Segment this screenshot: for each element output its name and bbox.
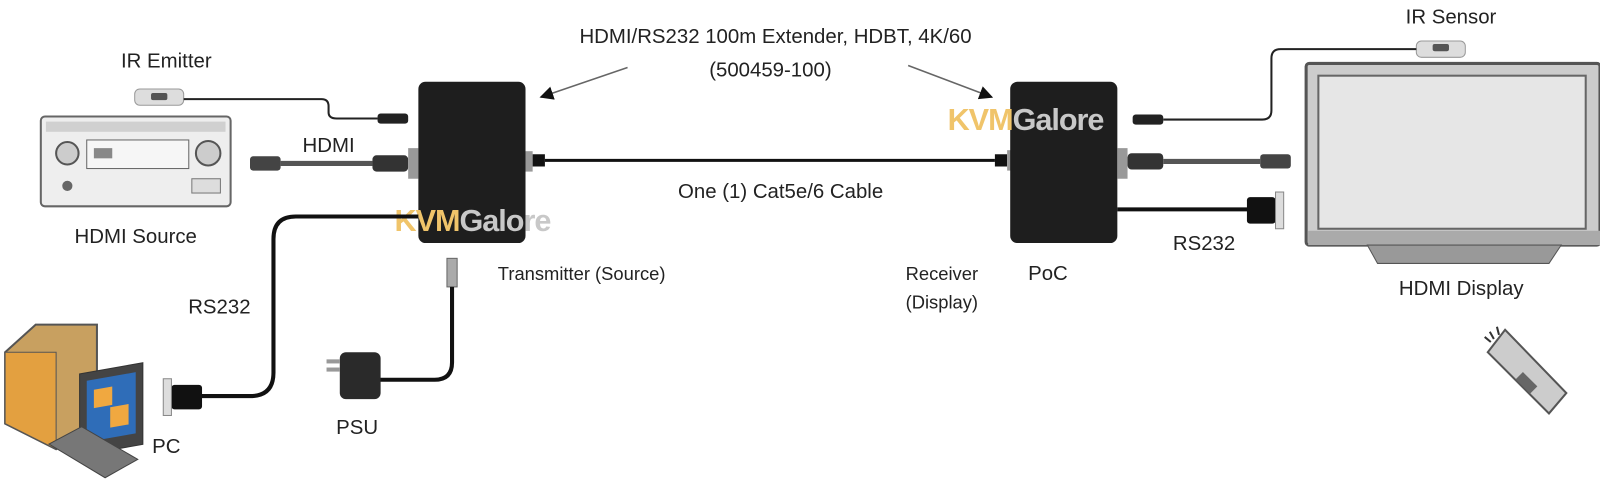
hdmi-source-device-icon: [39, 115, 232, 208]
rj45-port-transmitter: [525, 151, 533, 172]
ir-sensor-jack: [1132, 114, 1164, 125]
pc-label: PC: [152, 436, 180, 458]
transmitter-device: [418, 81, 526, 244]
receiver-label-line1: Receiver: [906, 263, 978, 284]
receiver-device: [1010, 81, 1118, 244]
rs232-display-label: RS232: [1173, 233, 1235, 255]
ir-emitter-cable: [183, 98, 378, 120]
db9-plug-shell: [162, 378, 172, 416]
psu-plug: [446, 257, 458, 288]
psu-cable: [379, 286, 455, 382]
ir-emitter-label: IR Emitter: [121, 51, 212, 73]
rs232-cable-pc: [198, 214, 419, 399]
rj45-port-receiver: [1007, 150, 1013, 171]
rj45-plug-receiver: [994, 154, 1008, 167]
ir-emitter-icon: [134, 88, 185, 106]
arrow-to-transmitter: [539, 66, 628, 100]
psu-prong: [326, 359, 340, 364]
hdmi-port-receiver: [1117, 148, 1128, 179]
rj45-plug-transmitter: [532, 154, 545, 167]
transmitter-label: Transmitter (Source): [498, 263, 666, 284]
hdmi-plug-transmitter: [372, 155, 409, 172]
db9-port-display: [1275, 191, 1285, 230]
hdmi-display-label: HDMI Display: [1399, 278, 1524, 300]
rs232-pc-label: RS232: [188, 296, 250, 318]
db9-plug-display: [1246, 197, 1276, 224]
hdmi-display-icon: [1304, 61, 1600, 264]
hdmi-port-transmitter: [408, 148, 419, 179]
poc-label: PoC: [1028, 263, 1068, 285]
ir-sensor-icon: [1415, 40, 1466, 58]
watermark: KVMGalore: [948, 103, 1104, 137]
receiver-label-line2: (Display): [906, 291, 978, 312]
db9-plug-pc: [171, 384, 203, 410]
hdmi-source-label: HDMI Source: [75, 226, 197, 248]
ir-sensor-label: IR Sensor: [1406, 7, 1497, 29]
title-line2: (500459-100): [709, 60, 831, 82]
ir-sensor-cable: [1163, 48, 1417, 121]
cat-cable-label: One (1) Cat5e/6 Cable: [678, 181, 883, 203]
title-line1: HDMI/RS232 100m Extender, HDBT, 4K/60: [579, 26, 971, 48]
pc-icon: [4, 323, 144, 479]
ir-emitter-jack: [377, 113, 409, 124]
psu-device: [339, 352, 381, 400]
hdmi-plug-display: [1260, 154, 1291, 169]
arrow-to-receiver: [907, 64, 994, 100]
psu-label: PSU: [336, 417, 378, 439]
hdmi-plug-receiver: [1127, 153, 1164, 170]
psu-prong: [326, 367, 340, 372]
watermark: KVMGalore: [395, 204, 551, 238]
hdmi-cable-label: HDMI: [303, 135, 355, 157]
ir-remote-icon: [1484, 326, 1568, 415]
hdmi-plug-source: [250, 156, 281, 171]
